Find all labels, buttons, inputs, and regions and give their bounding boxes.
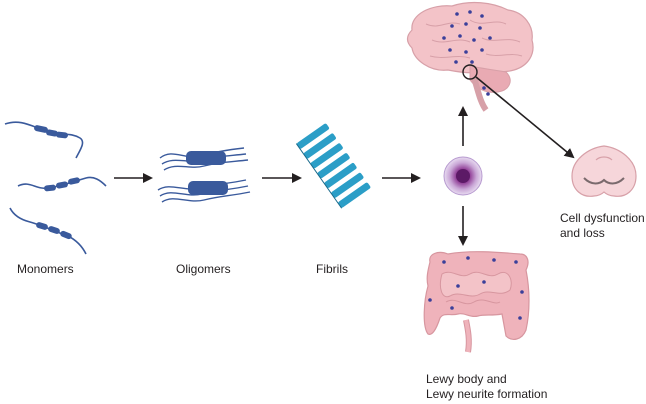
lewy-body-cell-icon [443, 156, 483, 196]
brainstem-section-icon [571, 145, 637, 197]
label-cell-dysfunction: Cell dysfunction and loss [560, 211, 645, 241]
intestine-icon [423, 251, 530, 353]
label-lewy-formation: Lewy body and Lewy neurite formation [426, 372, 547, 402]
monomer-chain [9, 207, 87, 255]
label-fibrils: Fibrils [316, 262, 348, 276]
monomer-chain [4, 121, 84, 159]
label-oligomers: Oligomers [176, 262, 231, 276]
label-lewy-formation-line2: Lewy neurite formation [426, 387, 548, 401]
brainstem-highlight-circle [462, 64, 478, 80]
brain-icon [406, 1, 534, 112]
label-cell-dysfunction-line1: Cell dysfunction [560, 211, 645, 225]
arrow-brain-to-brainstem [475, 76, 575, 159]
label-monomers: Monomers [17, 262, 74, 276]
label-lewy-formation-line1: Lewy body and [426, 372, 507, 386]
oligomers-group [157, 147, 251, 203]
fibrils-group [295, 123, 371, 209]
monomer-chain [17, 176, 107, 192]
label-cell-dysfunction-line2: and loss [560, 226, 605, 240]
monomers-group [4, 121, 107, 255]
